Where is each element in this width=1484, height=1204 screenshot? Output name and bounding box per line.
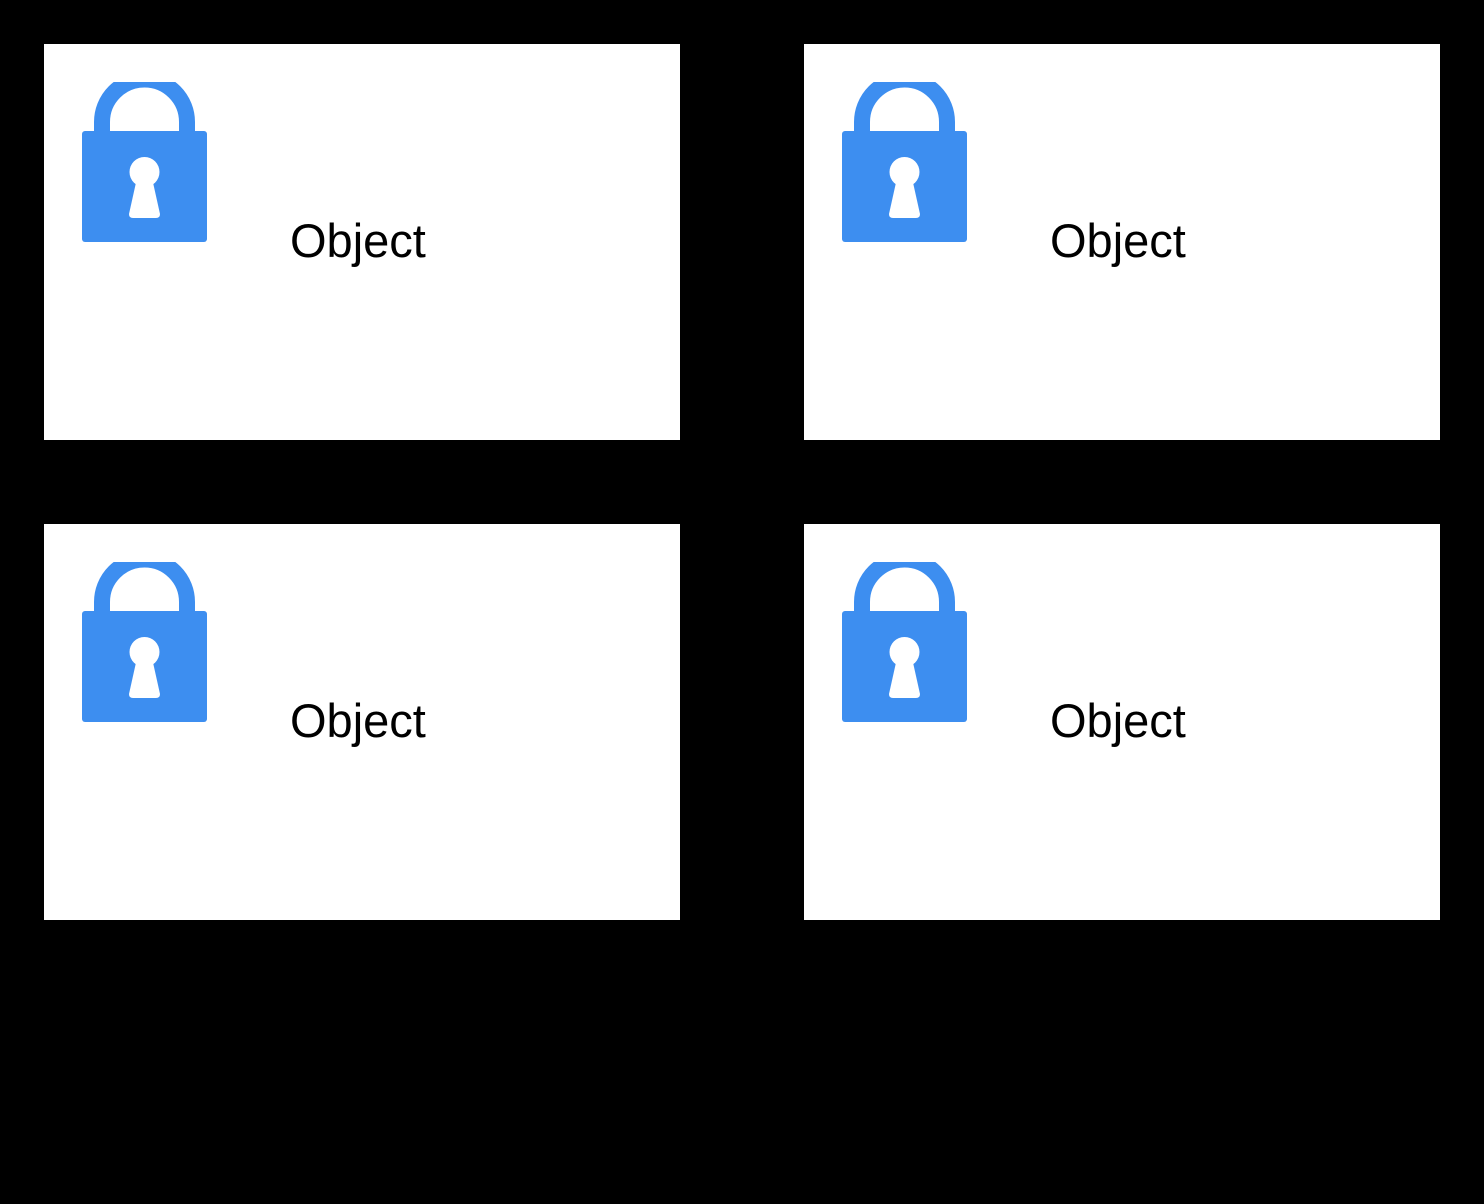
object-label: Object — [290, 214, 426, 267]
lock-icon — [842, 562, 967, 722]
lock-icon — [82, 562, 207, 722]
lock-icon — [842, 82, 967, 242]
object-card-4: Object — [804, 524, 1440, 920]
object-card-2: Object — [804, 44, 1440, 440]
object-label: Object — [1050, 694, 1186, 747]
object-card-1: Object — [44, 44, 680, 440]
object-label: Object — [290, 694, 426, 747]
object-card-3: Object — [44, 524, 680, 920]
lock-icon — [82, 82, 207, 242]
object-label: Object — [1050, 214, 1186, 267]
